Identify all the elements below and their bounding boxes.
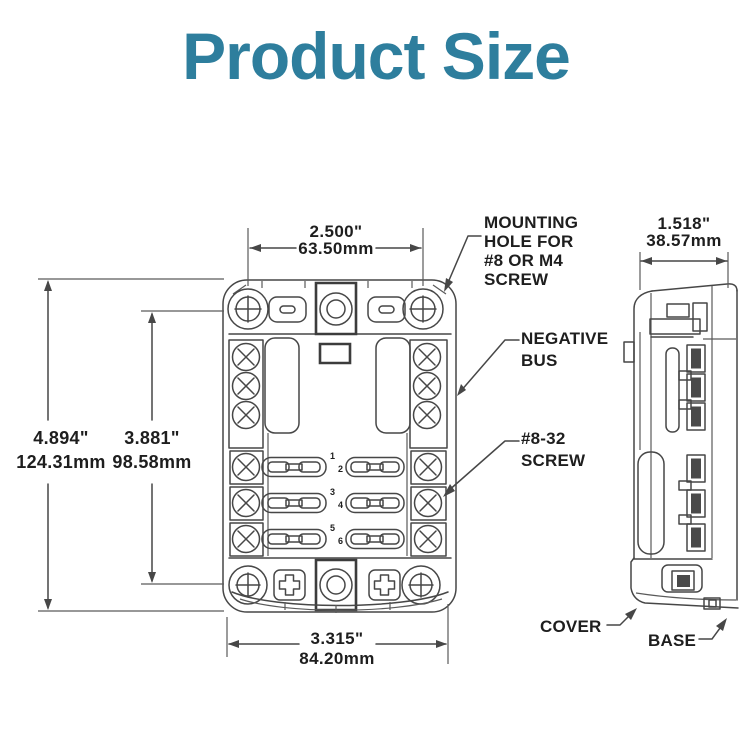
fuse-number-4: 4	[338, 500, 344, 510]
fuse-number-6: 6	[338, 536, 344, 546]
fuse-number-1: 1	[330, 451, 336, 461]
mounting-hole-bottom-right	[402, 566, 440, 604]
callout-mounting-hole-line4: SCREW	[484, 270, 549, 289]
fuse-number-2: 2	[338, 464, 344, 474]
dim-side-depth-mm: 38.57mm	[646, 231, 722, 250]
callout-screw-line1: #8-32	[521, 429, 566, 448]
dim-bottom-width-in: 3.315"	[310, 629, 364, 648]
negative-bus-screws	[233, 344, 441, 429]
fuse-number-5: 5	[330, 523, 336, 533]
fuse-slots	[262, 458, 404, 549]
callout-negative-bus-line1: NEGATIVE	[521, 329, 609, 348]
dim-bottom-width-mm: 84.20mm	[299, 649, 375, 668]
mounting-hole-bottom-left	[229, 566, 267, 604]
callout-screw: #8-32 SCREW	[521, 428, 585, 472]
page-title: Product Size	[182, 19, 571, 93]
callout-mounting-hole-line3: #8 OR M4	[484, 251, 564, 270]
dim-top-width-in: 2.500"	[309, 222, 363, 241]
front-view-linework	[223, 280, 456, 613]
dim-top-width-mm: 63.50mm	[298, 239, 374, 258]
callout-leaders	[443, 236, 727, 639]
dimension-lines	[38, 228, 728, 664]
callout-base: BASE	[648, 631, 697, 650]
callout-screw-line2: SCREW	[521, 451, 586, 470]
callout-negative-bus: NEGATIVE BUS	[521, 328, 608, 372]
dim-overall-height-in: 4.894"	[33, 428, 89, 448]
dim-overall-height-mm: 124.31mm	[16, 452, 106, 472]
side-view-linework	[624, 284, 738, 609]
mounting-hole-top-right	[403, 289, 443, 329]
dim-hole-height-mm: 98.58mm	[112, 452, 192, 472]
dim-hole-height-in: 3.881"	[124, 428, 180, 448]
fuse-number-3: 3	[330, 487, 336, 497]
callout-cover: COVER	[540, 617, 602, 636]
callout-mounting-hole-line2: HOLE FOR	[484, 232, 574, 251]
callout-mounting-hole: MOUNTING HOLE FOR #8 OR M4 SCREW	[484, 213, 578, 289]
dim-side-depth-in: 1.518"	[657, 214, 711, 233]
side-terminals	[679, 345, 705, 551]
callout-mounting-hole-line1: MOUNTING	[484, 213, 579, 232]
circuit-screws	[230, 451, 446, 556]
mounting-hole-top-left	[228, 289, 268, 329]
callout-negative-bus-line2: BUS	[521, 351, 558, 370]
